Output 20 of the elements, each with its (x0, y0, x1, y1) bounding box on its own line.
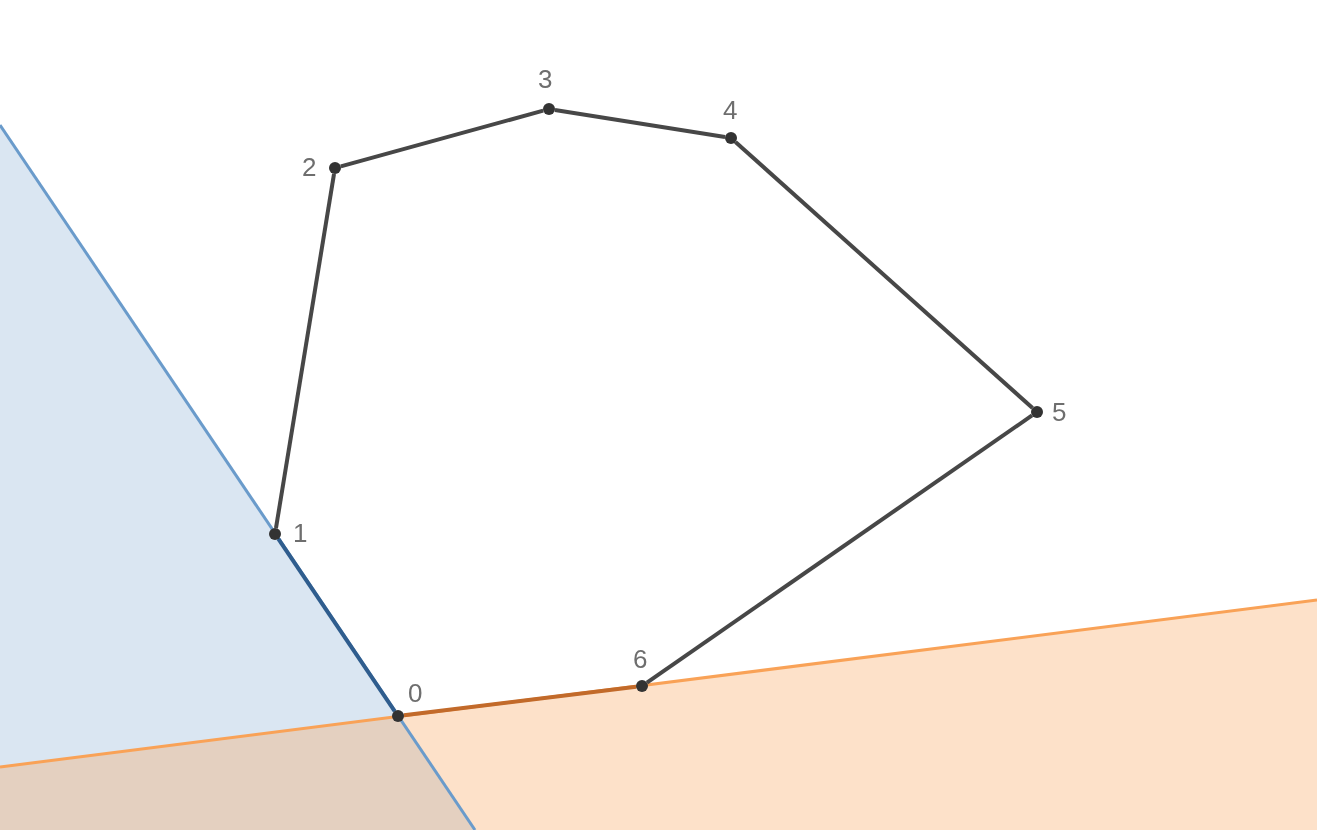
polygon-edge (403, 684, 637, 718)
vertex-dot (636, 680, 648, 692)
polygon-edge (340, 108, 544, 169)
vertex-dot (329, 162, 341, 174)
vertex-label: 4 (723, 97, 738, 123)
vertex-dot (725, 132, 737, 144)
polygon-edge (734, 140, 1034, 410)
polygon-edge (274, 173, 336, 529)
vertex-label: 3 (538, 66, 553, 92)
vertex-label: 1 (293, 520, 308, 546)
polygon-edge (276, 537, 397, 713)
vertex-label: 5 (1052, 399, 1067, 425)
vertex-dot (543, 103, 555, 115)
vertex-label: 6 (633, 646, 648, 672)
vertex-label: 0 (408, 680, 423, 706)
polygon-edge (645, 413, 1034, 685)
vertex-dot (392, 710, 404, 722)
polygon-edge (554, 107, 726, 140)
vertex-label: 2 (302, 154, 317, 180)
vertex-dot (269, 528, 281, 540)
